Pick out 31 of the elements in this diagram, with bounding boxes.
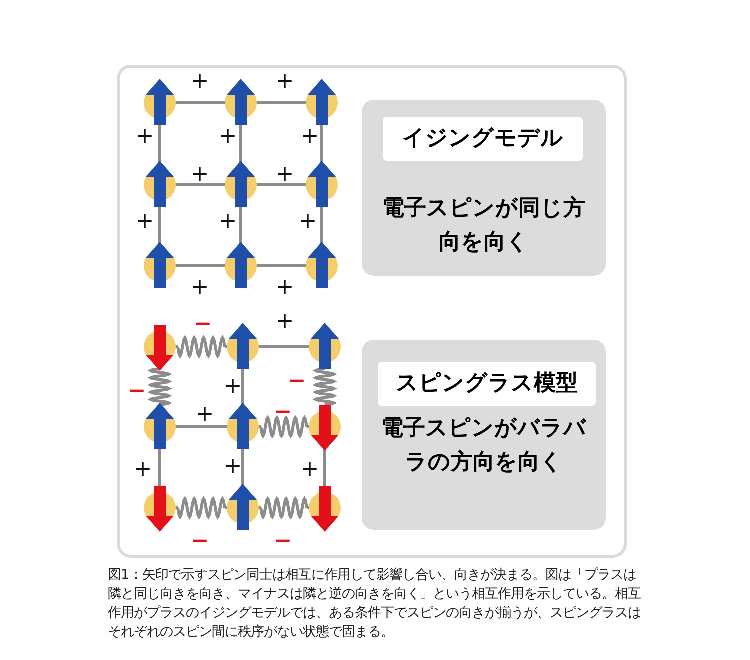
plus-sign: + bbox=[274, 311, 296, 333]
minus-sign: − bbox=[126, 381, 148, 403]
plus-sign: + bbox=[132, 459, 154, 481]
description-text: 電子スピンがバラバラの方向を向く bbox=[380, 415, 588, 477]
plus-sign: + bbox=[300, 126, 320, 148]
plus-sign: + bbox=[218, 211, 238, 233]
plus-sign: + bbox=[300, 459, 320, 481]
minus-sign: − bbox=[272, 531, 294, 553]
plus-sign: + bbox=[222, 376, 244, 398]
minus-sign: − bbox=[286, 371, 308, 393]
info-panel bbox=[362, 340, 606, 530]
plus-sign: + bbox=[190, 164, 210, 186]
plus-sign: + bbox=[190, 277, 210, 299]
plus-sign: + bbox=[222, 456, 244, 478]
plus-sign: + bbox=[218, 126, 238, 148]
minus-sign: − bbox=[272, 402, 294, 424]
plus-sign: + bbox=[194, 404, 216, 426]
plus-sign: + bbox=[298, 211, 318, 233]
plus-sign: + bbox=[274, 164, 296, 186]
minus-sign: − bbox=[190, 531, 210, 553]
caption: 図1：矢印で示すスピン同士は相互に作用して影響し合い、向きが決まる。図は「プラスは隣と同じ向きを向き、マイナスは隣と逆の向きを向く」という相互作用を示している。相互作用がプラスのイジングモデルでは、ある条件下でスピンの向きが揃うが、スピングラスはそれぞれのスピン間に秩序がない状態で固まる。 bbox=[108, 566, 642, 642]
model-title: イジングモデル bbox=[383, 117, 583, 161]
minus-sign: − bbox=[192, 314, 214, 336]
plus-sign: + bbox=[274, 71, 296, 93]
info-panel bbox=[362, 100, 606, 276]
plus-sign: + bbox=[134, 211, 156, 233]
plus-sign: + bbox=[134, 126, 156, 148]
plus-sign: + bbox=[274, 277, 296, 299]
description-text: 電子スピンが同じ方向を向く bbox=[382, 194, 586, 257]
plus-sign: + bbox=[190, 71, 210, 93]
model-title: スピングラス模型 bbox=[378, 362, 596, 406]
